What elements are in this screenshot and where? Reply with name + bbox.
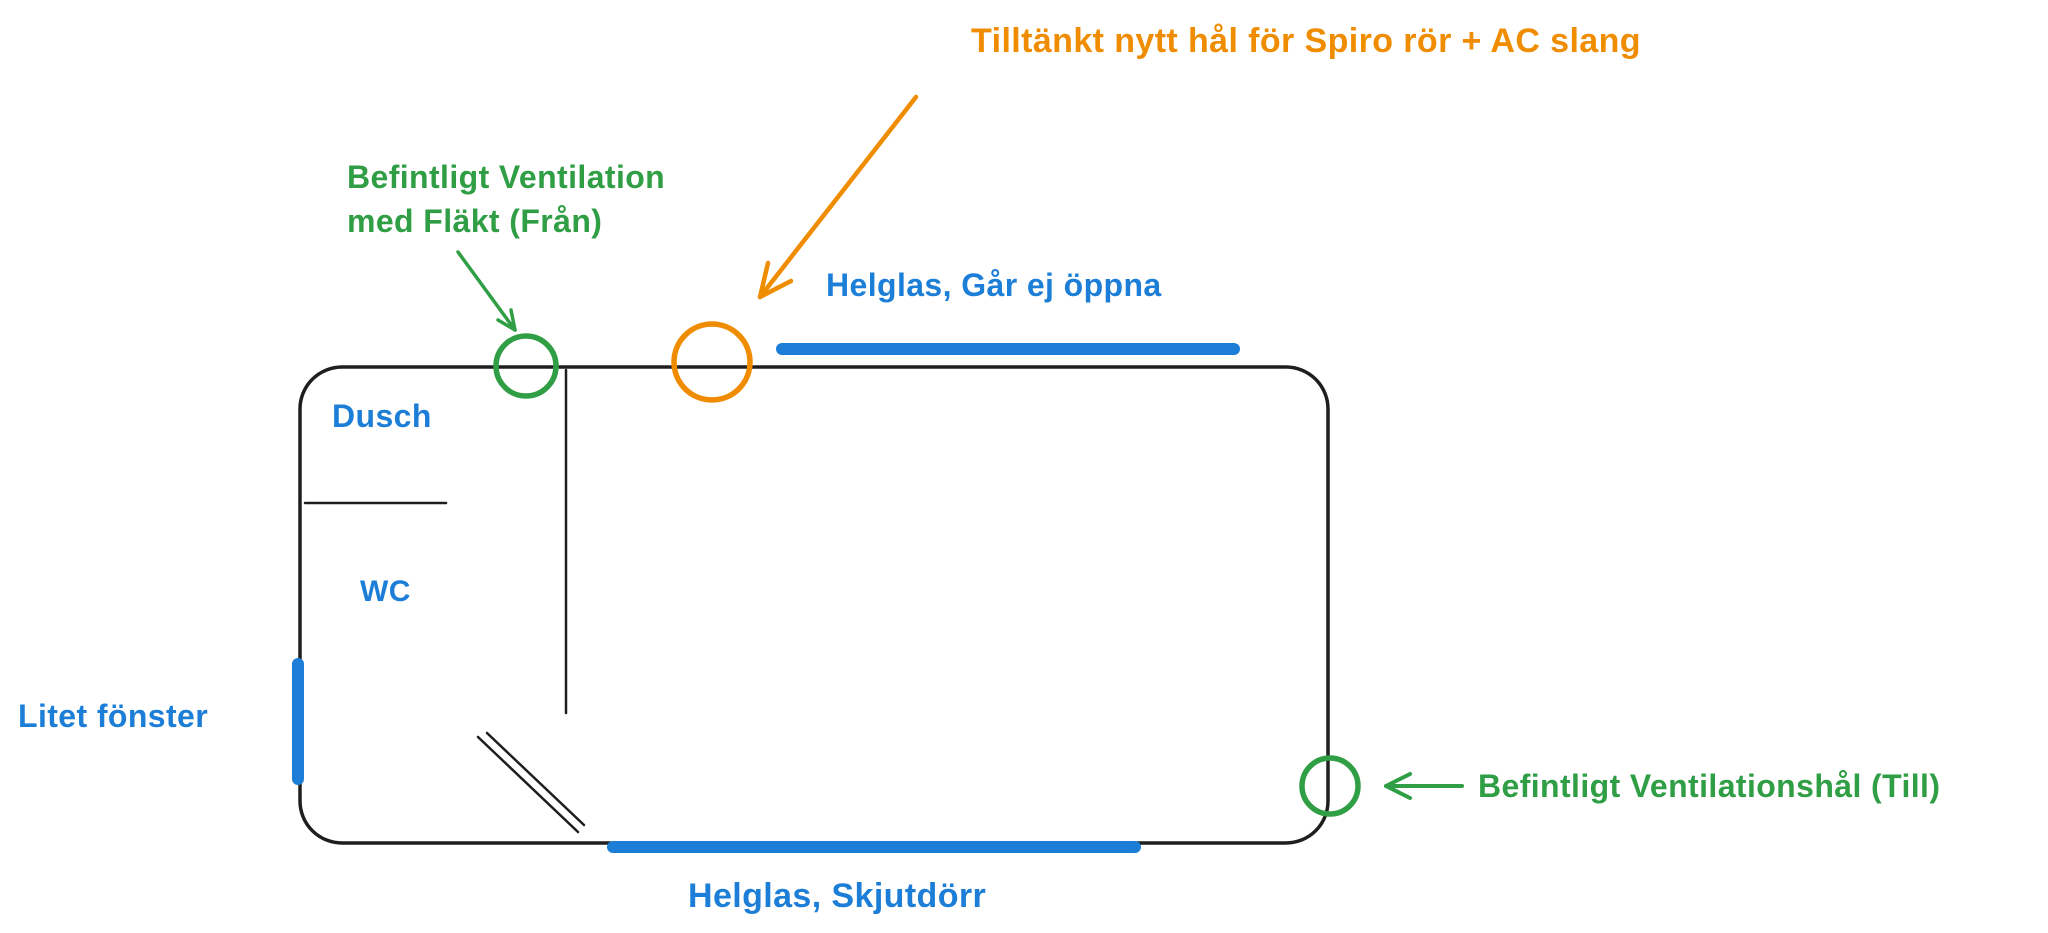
sliding-door-label: Helglas, Skjutdörr [688, 877, 986, 915]
existing-fan-label-line2: med Fläkt (Från) [347, 203, 602, 239]
existing-fan-arrow-shaft [456, 250, 517, 332]
arrows [456, 94, 1464, 800]
new-hole-arrow-shaft [757, 94, 919, 300]
existing-till-arrow-head [1384, 772, 1412, 800]
vent-holes [493, 321, 1361, 817]
glass-markers [292, 343, 1240, 853]
labels: Tilltänkt nytt hål för Spiro rör + AC sl… [18, 22, 1940, 915]
new-hole-circle [671, 321, 753, 403]
wc-label: WC [360, 575, 411, 608]
fixed-glass-label: Helglas, Går ej öppna [826, 267, 1162, 303]
existing-fan-arrow-head [496, 308, 517, 332]
door-swing-line [476, 735, 580, 834]
existing-vent-till-label: Befintligt Ventilationshål (Till) [1478, 768, 1940, 804]
small-window-label: Litet fönster [18, 698, 208, 734]
door-swing-line-2 [485, 731, 586, 827]
existing-vent-till-circle [1299, 755, 1361, 817]
room-outline [298, 365, 1330, 845]
new-hole-label: Tilltänkt nytt hål för Spiro rör + AC sl… [971, 22, 1641, 60]
existing-vent-fan-circle [493, 333, 559, 399]
shower-label: Dusch [332, 398, 432, 434]
room [298, 365, 1330, 845]
existing-fan-label-line1: Befintligt Ventilation [347, 159, 665, 195]
new-hole-arrow-head [757, 260, 794, 300]
